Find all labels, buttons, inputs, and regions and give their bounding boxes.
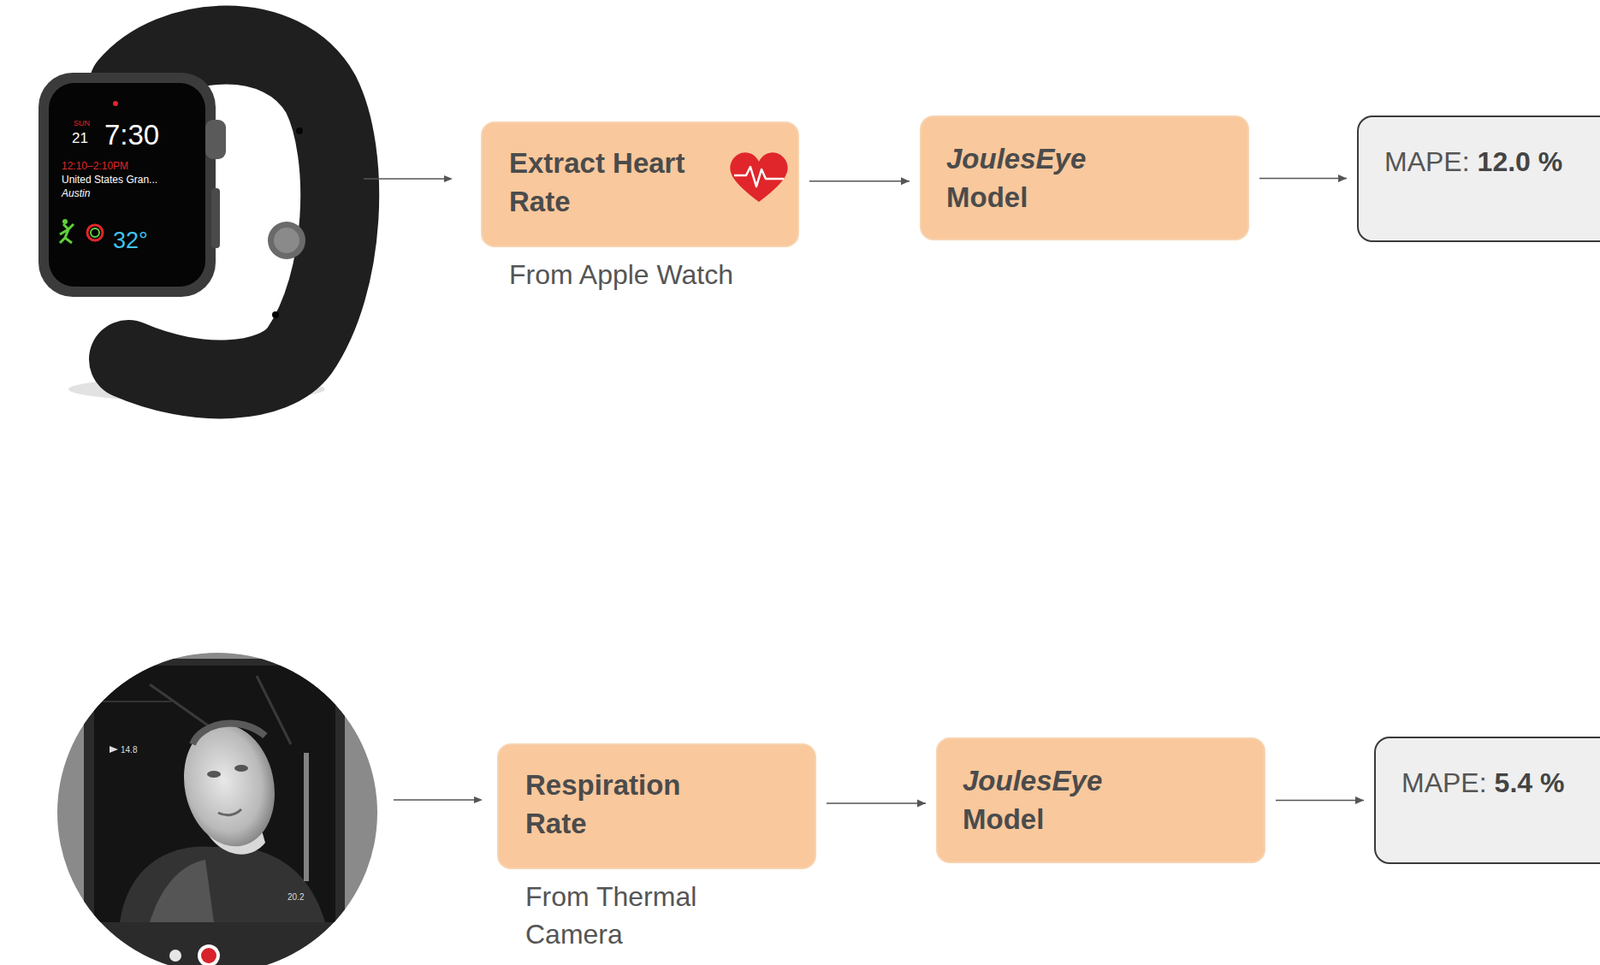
model-name: JoulesEye	[962, 761, 1264, 800]
arrow-line	[826, 802, 926, 805]
thermal-mouth	[218, 809, 242, 816]
band-pin	[267, 221, 306, 260]
result-box: MAPE:12.0 %	[1357, 115, 1600, 243]
thermal-hair	[192, 723, 266, 745]
watch-text: 21	[71, 130, 89, 147]
arrow-line	[1259, 177, 1347, 180]
thermal-collar	[149, 859, 214, 923]
arrow-head	[474, 796, 483, 804]
source-caption: From Thermal Camera	[525, 877, 740, 954]
source-caption: From Apple Watch	[509, 255, 800, 294]
watch-crown	[205, 119, 226, 160]
arrow-line	[1275, 800, 1364, 802]
temperature-label: 14.8	[120, 745, 138, 755]
flow-arrow	[1259, 174, 1347, 183]
watch-button	[211, 188, 220, 249]
thermal-bg-line	[102, 700, 172, 703]
model-box: JoulesEyeModel	[936, 737, 1266, 864]
metric-name: MAPE:	[1384, 146, 1470, 178]
ring-icon	[87, 225, 103, 241]
watch-illustration: SUN 21 7:30 12:10–2:10PM United States G…	[38, 45, 340, 403]
band-hole	[272, 311, 279, 319]
thermal-illustration: 14.8 20.2	[51, 650, 394, 965]
arrow-head	[1355, 796, 1364, 805]
thermal-bg	[51, 650, 394, 965]
watch-text: 32°	[112, 227, 149, 254]
metric-name: MAPE:	[1401, 767, 1488, 799]
thermal-jacket	[119, 846, 326, 923]
watch-dot	[112, 100, 119, 107]
heart-icon	[729, 152, 788, 202]
metric-value: 5.4 %	[1494, 767, 1565, 799]
box-title: Extract Heart Rate	[509, 143, 719, 221]
flow-arrow	[809, 177, 910, 185]
box-title: Respiration Rate	[525, 765, 735, 843]
temperature-label: 20.2	[287, 892, 305, 902]
watch-screen	[48, 82, 206, 287]
arrow-line	[809, 180, 910, 183]
camera-button	[169, 949, 182, 962]
watch-text: SUN	[73, 118, 90, 128]
arrow-head	[1338, 174, 1347, 183]
ring-icon	[90, 228, 100, 238]
thermal-eye	[234, 764, 249, 772]
model-word: Model	[946, 177, 1248, 217]
runner-icon	[62, 219, 68, 225]
runner-icon	[59, 224, 74, 243]
heartbeat-line	[734, 166, 784, 187]
arrow-head	[444, 175, 453, 183]
flow-arrow	[1275, 796, 1364, 805]
metric-value: 12.0 %	[1477, 146, 1564, 178]
thermal-scale	[303, 752, 309, 882]
model-box: JoulesEyeModel	[919, 115, 1250, 241]
input-arrow	[393, 799, 475, 801]
record-button	[201, 948, 217, 964]
band-hole	[296, 127, 303, 135]
band-pin-inner	[273, 227, 300, 254]
input-arrow	[363, 177, 445, 180]
thermal-face	[172, 716, 286, 855]
thermal-marker	[109, 746, 119, 753]
arrow-head	[900, 177, 910, 185]
phone-screen	[94, 665, 336, 923]
watch-case	[38, 72, 216, 297]
process-box: Extract Heart RateFrom Apple Watch	[480, 121, 800, 248]
watch-text: Austin	[60, 187, 91, 200]
arrow-head	[917, 800, 926, 808]
watch-time: 7:30	[104, 118, 160, 151]
model-name: JoulesEye	[946, 139, 1248, 178]
thermal-eye	[207, 770, 221, 778]
result-box: MAPE:5.4 %	[1374, 736, 1600, 865]
model-word: Model	[962, 800, 1264, 839]
record-button	[197, 944, 220, 965]
watch-text: United States Gran...	[61, 173, 158, 186]
process-box: Respiration RateFrom Thermal Camera	[497, 743, 817, 870]
watch-text: 12:10–2:10PM	[61, 160, 129, 172]
flow-arrow	[826, 800, 926, 808]
phone-body	[83, 658, 345, 965]
